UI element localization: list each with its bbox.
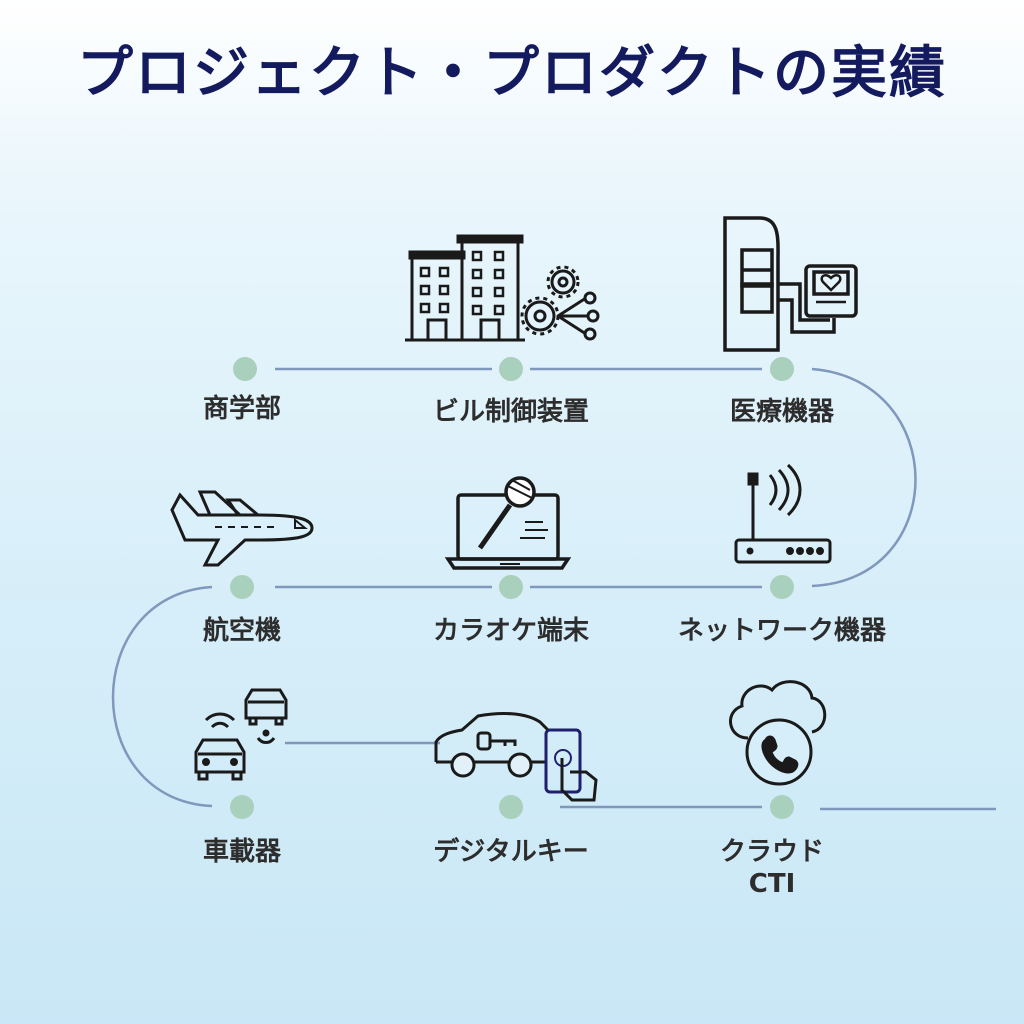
node-label-9-line1: クラウド [719, 837, 824, 867]
cloud-phone-icon [729, 680, 827, 786]
node-dot-1 [233, 357, 257, 381]
airplane-icon [170, 490, 314, 567]
node-dot-9 [770, 795, 794, 819]
node-dot-2 [499, 357, 523, 381]
karaoke-laptop-icon [444, 476, 572, 570]
building-gears-icon [405, 234, 600, 342]
node-dot-8 [499, 795, 523, 819]
node-label-4: 航空機 [202, 616, 281, 646]
medical-device-icon [723, 216, 858, 352]
node-label-2: ビル制御装置 [432, 397, 589, 427]
car-key-phone-icon [434, 712, 598, 802]
node-dot-6 [770, 575, 794, 599]
timeline-path [111, 367, 996, 811]
node-label-5: カラオケ端末 [432, 616, 589, 646]
router-icon [734, 463, 832, 564]
node-label-9: クラウド CTI [642, 836, 902, 900]
node-label-1: 商学部 [202, 394, 281, 424]
connected-cars-icon [194, 688, 288, 781]
node-dot-7 [230, 795, 254, 819]
node-dot-4 [230, 575, 254, 599]
node-label-3: 医療機器 [729, 397, 834, 427]
node-label-8: デジタルキー [433, 837, 589, 867]
node-label-7: 車載器 [202, 837, 281, 867]
node-dot-5 [499, 575, 523, 599]
node-label-9-line2: CTI [748, 869, 796, 899]
page-title: プロジェクト・プロダクトの実績 [77, 41, 947, 106]
node-label-6: ネットワーク機器 [677, 616, 886, 646]
node-dot-3 [770, 357, 794, 381]
